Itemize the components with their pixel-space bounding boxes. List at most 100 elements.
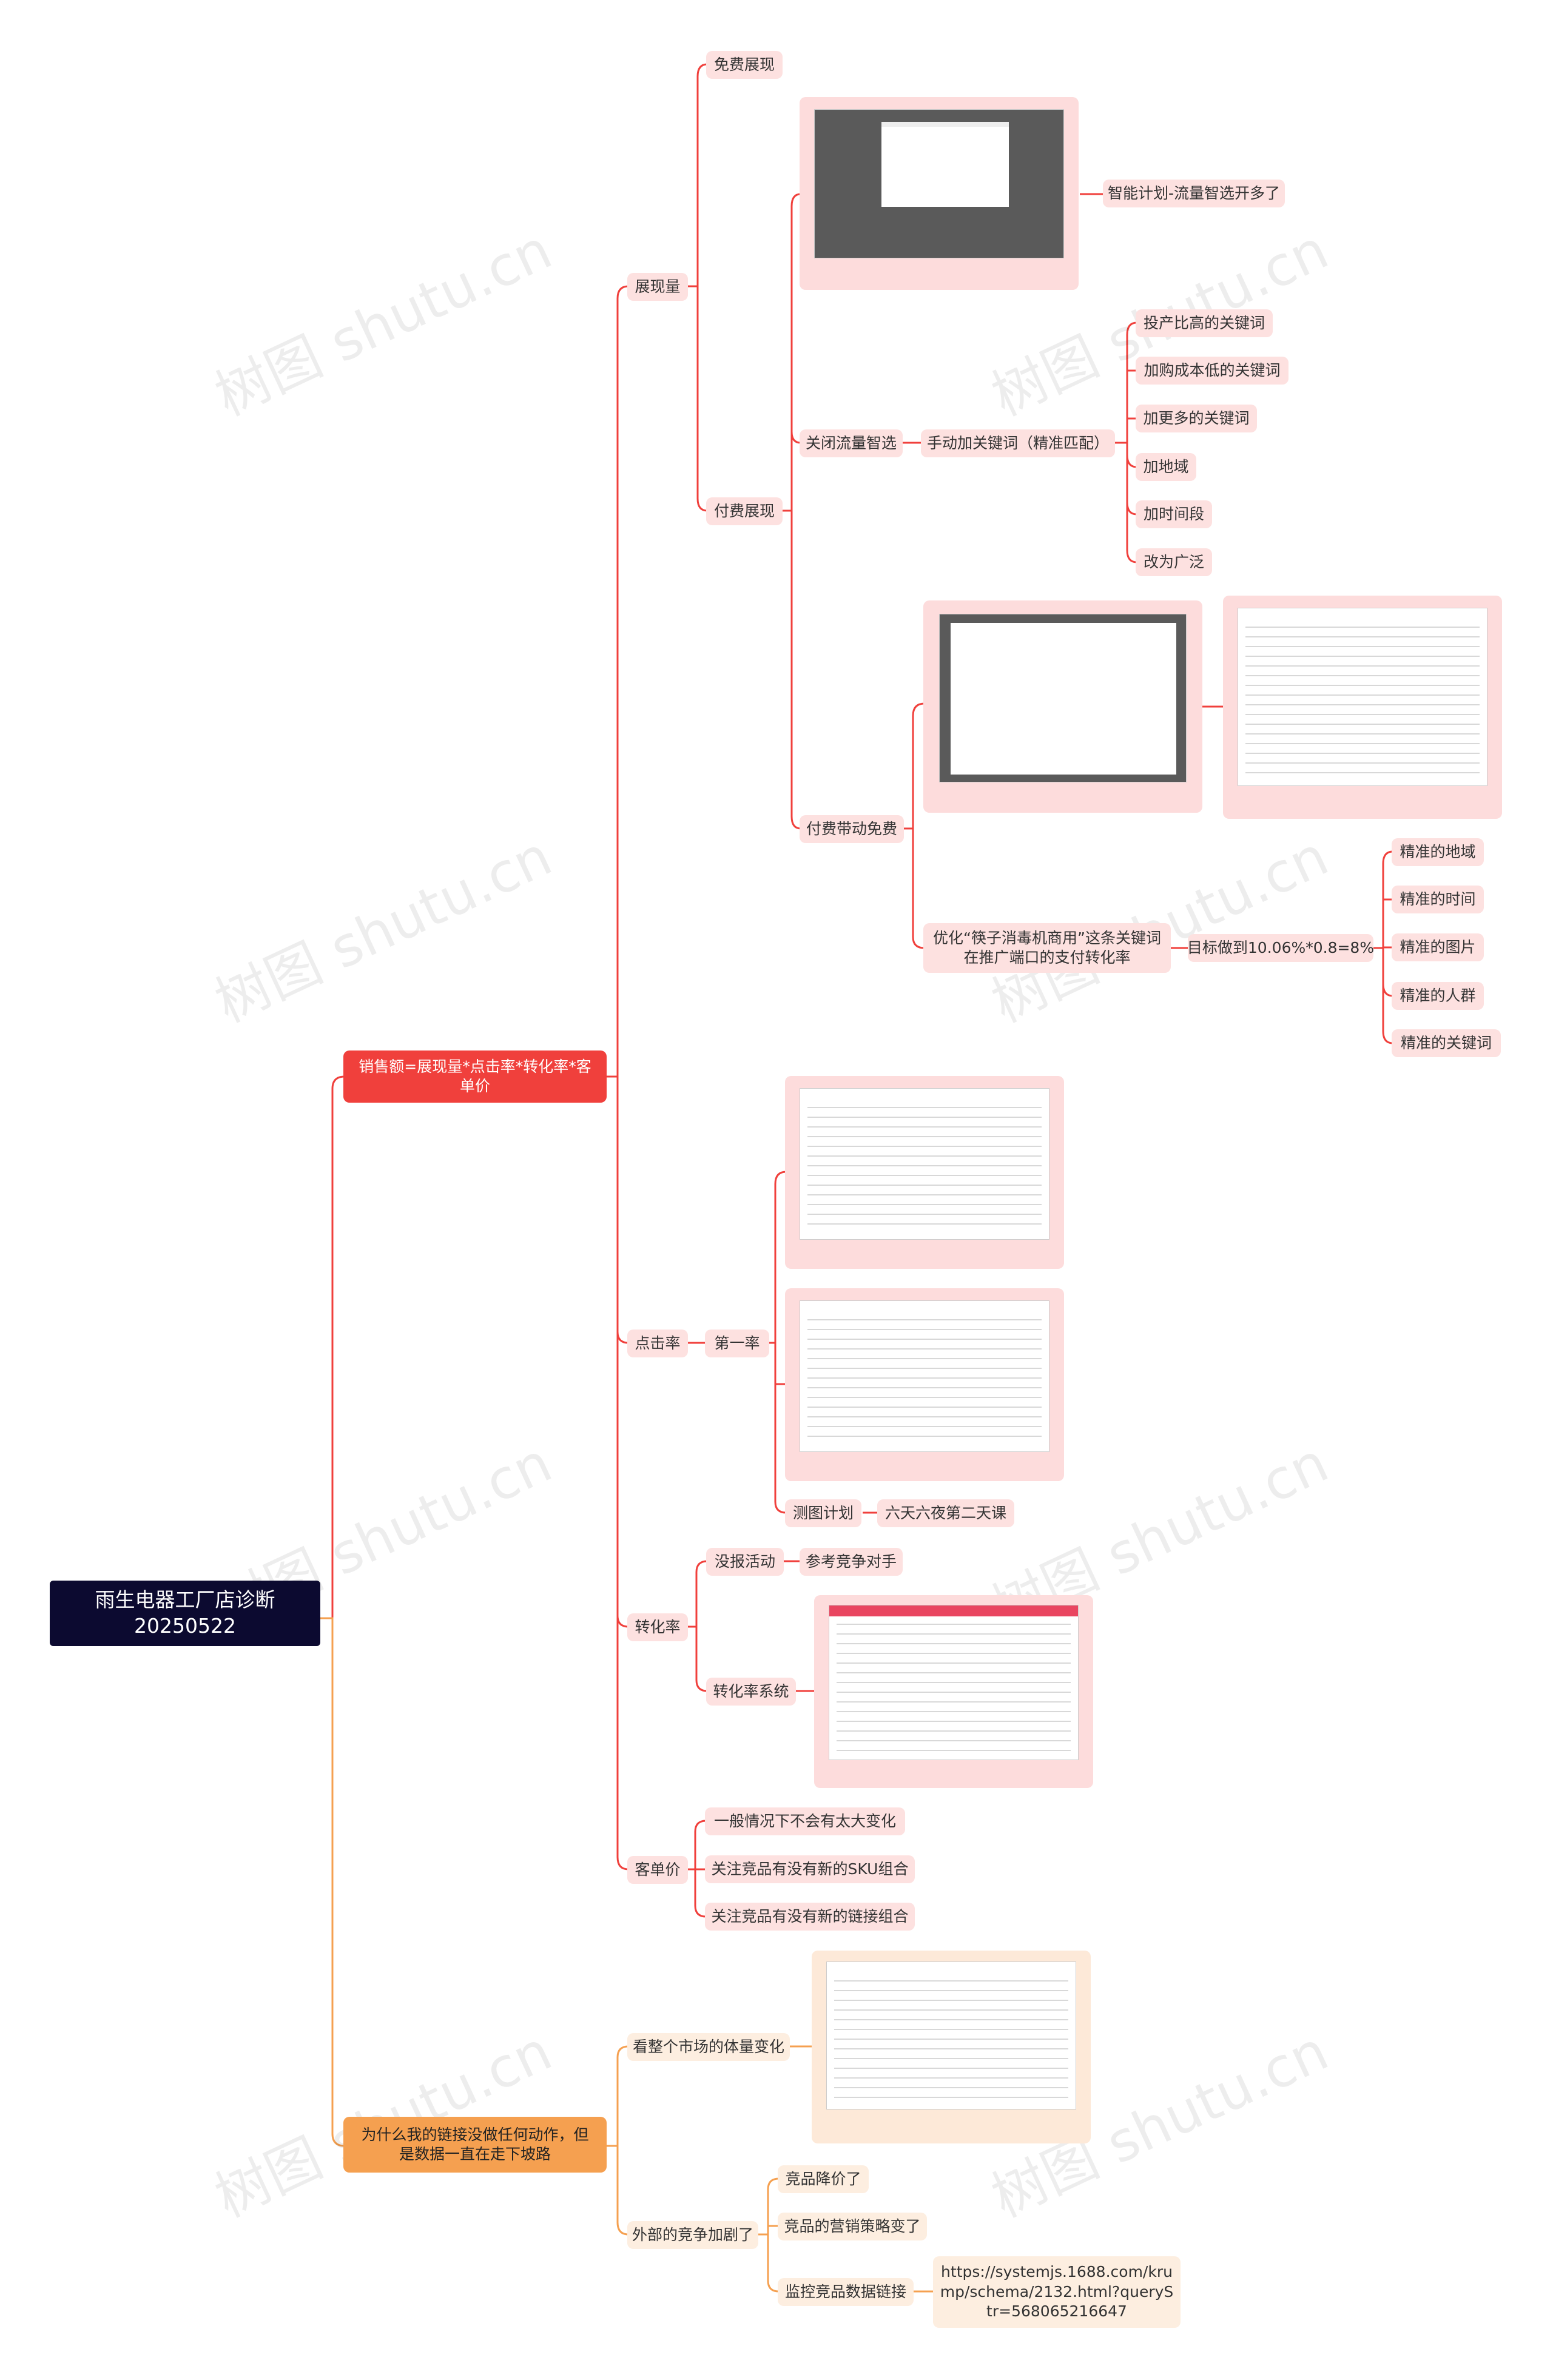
node-close-smart-traffic[interactable]: 关闭流量智选 (800, 429, 903, 457)
node-smart-plan-too-much[interactable]: 智能计划-流量智选开多了 (1103, 180, 1285, 207)
screenshot-row-line (834, 2029, 1068, 2030)
screenshot-ctr-table-2 (800, 1300, 1049, 1452)
screenshot-row-line (834, 2077, 1068, 2079)
screenshot-row-line (807, 1339, 1042, 1340)
node-keyword-item[interactable]: 加地域 (1136, 453, 1196, 481)
screenshot-row-line (1245, 646, 1480, 647)
screenshot-row-line (834, 2009, 1068, 2011)
node-competition-item[interactable]: 竞品的营销策略变了 (778, 2213, 927, 2240)
screenshot-row-line (837, 1692, 1071, 1693)
screenshot-row-line (807, 1436, 1042, 1437)
node-aov-item[interactable]: 关注竞品有没有新的链接组合 (705, 1903, 915, 1931)
screenshot-row-line (834, 2019, 1068, 2020)
branch-why-decline[interactable]: 为什么我的链接没做任何动作，但是数据一直在走下坡路 (343, 2117, 607, 2173)
screenshot-row-line (837, 1633, 1071, 1635)
node-monitor-link[interactable]: https://systemjs.1688.com/krump/schema/2… (933, 2256, 1181, 2328)
screenshot-row-line (837, 1662, 1071, 1664)
node-free-impressions[interactable]: 免费展现 (706, 51, 783, 79)
node-competition-item[interactable]: 监控竞品数据链接 (778, 2278, 914, 2306)
root-node[interactable]: 雨生电器工厂店诊断20250522 (50, 1581, 320, 1646)
screenshot-row-line (1245, 665, 1480, 667)
node-competition-item[interactable]: 竞品降价了 (778, 2165, 869, 2193)
node-conversion[interactable]: 转化率 (627, 1613, 688, 1641)
screenshot-row-line (807, 1175, 1042, 1176)
screenshot-row-line (807, 1223, 1042, 1225)
node-no-activity[interactable]: 没报活动 (706, 1548, 784, 1576)
screenshot-row-line (807, 1117, 1042, 1118)
screenshot-row-line (807, 1185, 1042, 1186)
node-paid-drives-free[interactable]: 付费带动免费 (800, 815, 904, 843)
node-precise-item[interactable]: 精准的时间 (1392, 886, 1484, 913)
node-first-rate[interactable]: 第一率 (705, 1330, 769, 1357)
screenshot-row-line (1245, 685, 1480, 686)
node-keyword-item[interactable]: 改为广泛 (1136, 548, 1212, 576)
screenshot-row-line (1245, 724, 1480, 725)
node-precise-item[interactable]: 精准的图片 (1392, 933, 1484, 961)
screenshot-row-line (1245, 762, 1480, 764)
node-keyword-item[interactable]: 加购成本低的关键词 (1136, 357, 1289, 385)
screenshot-row-line (807, 1377, 1042, 1379)
screenshot-row-line (834, 1980, 1068, 1982)
node-precise-item[interactable]: 精准的地域 (1392, 838, 1484, 866)
screenshot-row-line (807, 1329, 1042, 1330)
node-keyword-item[interactable]: 加时间段 (1136, 500, 1212, 528)
screenshot-row-line (834, 1990, 1068, 1991)
screenshot-row-line (807, 1155, 1042, 1157)
screenshot-row-line (834, 2039, 1068, 2040)
node-manual-keywords[interactable]: 手动加关键词（精准匹配） (921, 429, 1115, 457)
node-reference-rivals[interactable]: 参考竞争对手 (800, 1548, 903, 1576)
screenshot-ctr-table-1 (800, 1088, 1049, 1240)
screenshot-row-line (837, 1643, 1071, 1644)
screenshot-row-line (1245, 675, 1480, 676)
screenshot-row-line (1245, 627, 1480, 628)
node-aov[interactable]: 客单价 (627, 1856, 688, 1884)
node-keyword-item[interactable]: 投产比高的关键词 (1136, 309, 1273, 337)
node-aov-item[interactable]: 关注竞品有没有新的SKU组合 (705, 1855, 915, 1883)
screenshot-row-line (807, 1387, 1042, 1388)
screenshot-row-line (1245, 714, 1480, 715)
screenshot-row-line (807, 1397, 1042, 1398)
screenshot-row-line (1245, 733, 1480, 735)
screenshot-row-line (807, 1146, 1042, 1147)
screenshot-row-line (807, 1319, 1042, 1320)
screenshot-row-line (1245, 753, 1480, 754)
node-impressions[interactable]: 展现量 (627, 273, 688, 301)
node-external-competition[interactable]: 外部的竞争加剧了 (627, 2221, 758, 2249)
node-test-image-plan[interactable]: 测图计划 (785, 1499, 861, 1527)
screenshot-row-line (834, 2097, 1068, 2098)
screenshot-market-chart (826, 1961, 1076, 2109)
node-precise-item[interactable]: 精准的人群 (1392, 982, 1484, 1010)
node-target-rate[interactable]: 目标做到10.06%*0.8=8% (1187, 934, 1374, 962)
screenshot-keyword-report (1238, 608, 1487, 786)
node-course[interactable]: 六天六夜第二天课 (877, 1499, 1014, 1527)
node-precise-item[interactable]: 精准的关键词 (1392, 1029, 1501, 1057)
screenshot-row-line (834, 2058, 1068, 2059)
screenshot-row-line (807, 1165, 1042, 1166)
screenshot-row-line (1245, 704, 1480, 705)
screenshot-row-line (837, 1711, 1071, 1712)
node-keyword-item[interactable]: 加更多的关键词 (1136, 405, 1257, 432)
screenshot-conversion-chart (829, 1605, 1079, 1760)
screenshot-row-line (837, 1721, 1071, 1722)
node-market-volume[interactable]: 看整个市场的体量变化 (627, 2033, 790, 2061)
screenshot-row-line (1245, 656, 1480, 657)
screenshot-keyword-report-dark (939, 614, 1187, 782)
screenshot-smart-plan (814, 109, 1064, 258)
node-ctr[interactable]: 点击率 (627, 1330, 688, 1357)
screenshot-row-line (834, 2000, 1068, 2001)
node-aov-item[interactable]: 一般情况下不会有太大变化 (705, 1807, 905, 1835)
screenshot-row-line (837, 1750, 1071, 1751)
screenshot-row-line (807, 1194, 1042, 1195)
screenshot-row-line (807, 1136, 1042, 1137)
screenshot-row-line (807, 1348, 1042, 1350)
screenshot-row-line (807, 1416, 1042, 1417)
screenshot-row-line (1245, 694, 1480, 696)
node-paid-impressions[interactable]: 付费展现 (706, 497, 783, 525)
screenshot-row-line (807, 1368, 1042, 1369)
branch-sales-formula[interactable]: 销售额=展现量*点击率*转化率*客单价 (343, 1050, 607, 1103)
screenshot-row-line (807, 1407, 1042, 1408)
node-optimize-keyword[interactable]: 优化“筷子消毒机商用”这条关键词在推广端口的支付转化率 (923, 923, 1171, 973)
screenshot-row-line (807, 1214, 1042, 1215)
node-conversion-system[interactable]: 转化率系统 (706, 1678, 796, 1706)
